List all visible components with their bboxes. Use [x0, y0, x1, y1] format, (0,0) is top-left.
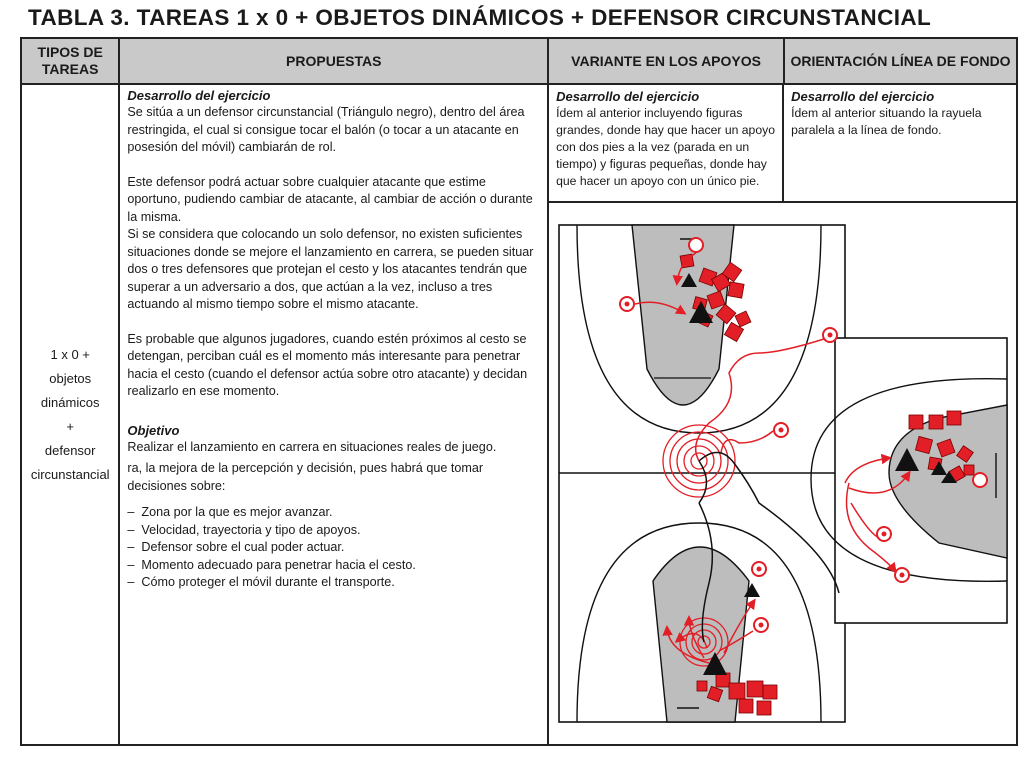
propuestas-paragraph: Este defensor podrá actuar sobre cualqui…	[127, 174, 533, 224]
objects-bottom	[696, 672, 778, 716]
propuestas-cell: Desarrollo del ejercicio Se sitúa a un d…	[118, 83, 550, 746]
movement-paths	[662, 451, 840, 664]
variante-text: Ídem al anterior incluyendo figuras gran…	[556, 106, 775, 188]
header-propuestas: PROPUESTAS	[118, 37, 550, 85]
diagram-cell: Desarrollo del ejercicio Ídem al anterio…	[547, 83, 1018, 746]
list-item: Zona por la que es mejor avanzar.	[127, 504, 540, 522]
propuestas-paragraph: Es probable que algunos jugadores, cuand…	[127, 331, 528, 399]
category-line: 1 x 0 +	[50, 346, 90, 362]
objects-side	[908, 410, 975, 483]
table-title: TABLA 3. TAREAS 1 x 0 + OBJETOS DINÁMICO…	[28, 5, 932, 30]
propuestas-paragraph: Se sitúa a un defensor circunstancial (T…	[127, 105, 525, 154]
category-line: circunstancial	[30, 466, 110, 482]
category-line: objetos	[49, 370, 92, 386]
movement-paths	[844, 453, 911, 574]
defender-triangle	[941, 471, 958, 483]
defender-triangle	[895, 448, 920, 471]
header-row: TIPOS DE TAREAS PROPUESTAS VARIANTE EN L…	[19, 37, 1018, 85]
defender-triangle	[931, 461, 948, 475]
list-item: Cómo proteger el móvil durante el transp…	[127, 574, 540, 592]
player-circle	[972, 472, 989, 488]
category-line: +	[66, 418, 74, 434]
player-circle	[688, 237, 705, 253]
movement-paths	[634, 252, 825, 504]
variante-heading: Desarrollo del ejercicio	[556, 89, 700, 104]
category-line: dinámicos	[40, 394, 100, 410]
defender-triangle	[744, 583, 761, 597]
orientacion-heading: Desarrollo del ejercicio	[791, 89, 935, 104]
list-item: Momento adecuado para penetrar hacia el …	[127, 557, 540, 575]
category-cell: 1 x 0 + objetos dinámicos + defensor cir…	[19, 83, 121, 746]
propuestas-paragraph: Si se considera que colocando un solo de…	[127, 227, 534, 311]
list-item: Defensor sobre el cual poder actuar.	[127, 539, 540, 557]
header-tipos: TIPOS DE TAREAS	[19, 37, 121, 85]
header-orientacion: ORIENTACIÓN LÍNEA DE FONDO	[783, 37, 1018, 85]
objetivo-heading: Objetivo	[127, 422, 180, 438]
defender-triangle	[703, 652, 728, 675]
defender-triangle	[681, 273, 698, 287]
header-variante: VARIANTE EN LOS APOYOS	[547, 37, 786, 85]
list-item: Velocidad, trayectoria y tipo de apoyos.	[127, 522, 540, 540]
court-diagram	[558, 224, 1008, 723]
category-line: defensor	[44, 442, 96, 458]
objetivo-paragraph: ra, la mejora de la percepción y decisió…	[127, 461, 484, 493]
orientacion-text: Ídem al anterior situando la rayuela par…	[791, 106, 982, 137]
objetivo-paragraph: Realizar el lanzamiento en carrera en si…	[127, 439, 497, 454]
variante-text-cell: Desarrollo del ejercicio Ídem al anterio…	[549, 85, 785, 201]
task-row: 1 x 0 + objetos dinámicos + defensor cir…	[19, 83, 1018, 746]
decision-list: Zona por la que es mejor avanzar. Veloci…	[127, 504, 540, 592]
defender-triangle	[689, 301, 714, 323]
orientacion-text-cell: Desarrollo del ejercicio Ídem al anterio…	[784, 85, 1016, 201]
target-rings	[662, 424, 736, 498]
tasks-table: TIPOS DE TAREAS PROPUESTAS VARIANTE EN L…	[19, 37, 1018, 746]
propuestas-heading: Desarrollo del ejercicio	[127, 88, 271, 103]
